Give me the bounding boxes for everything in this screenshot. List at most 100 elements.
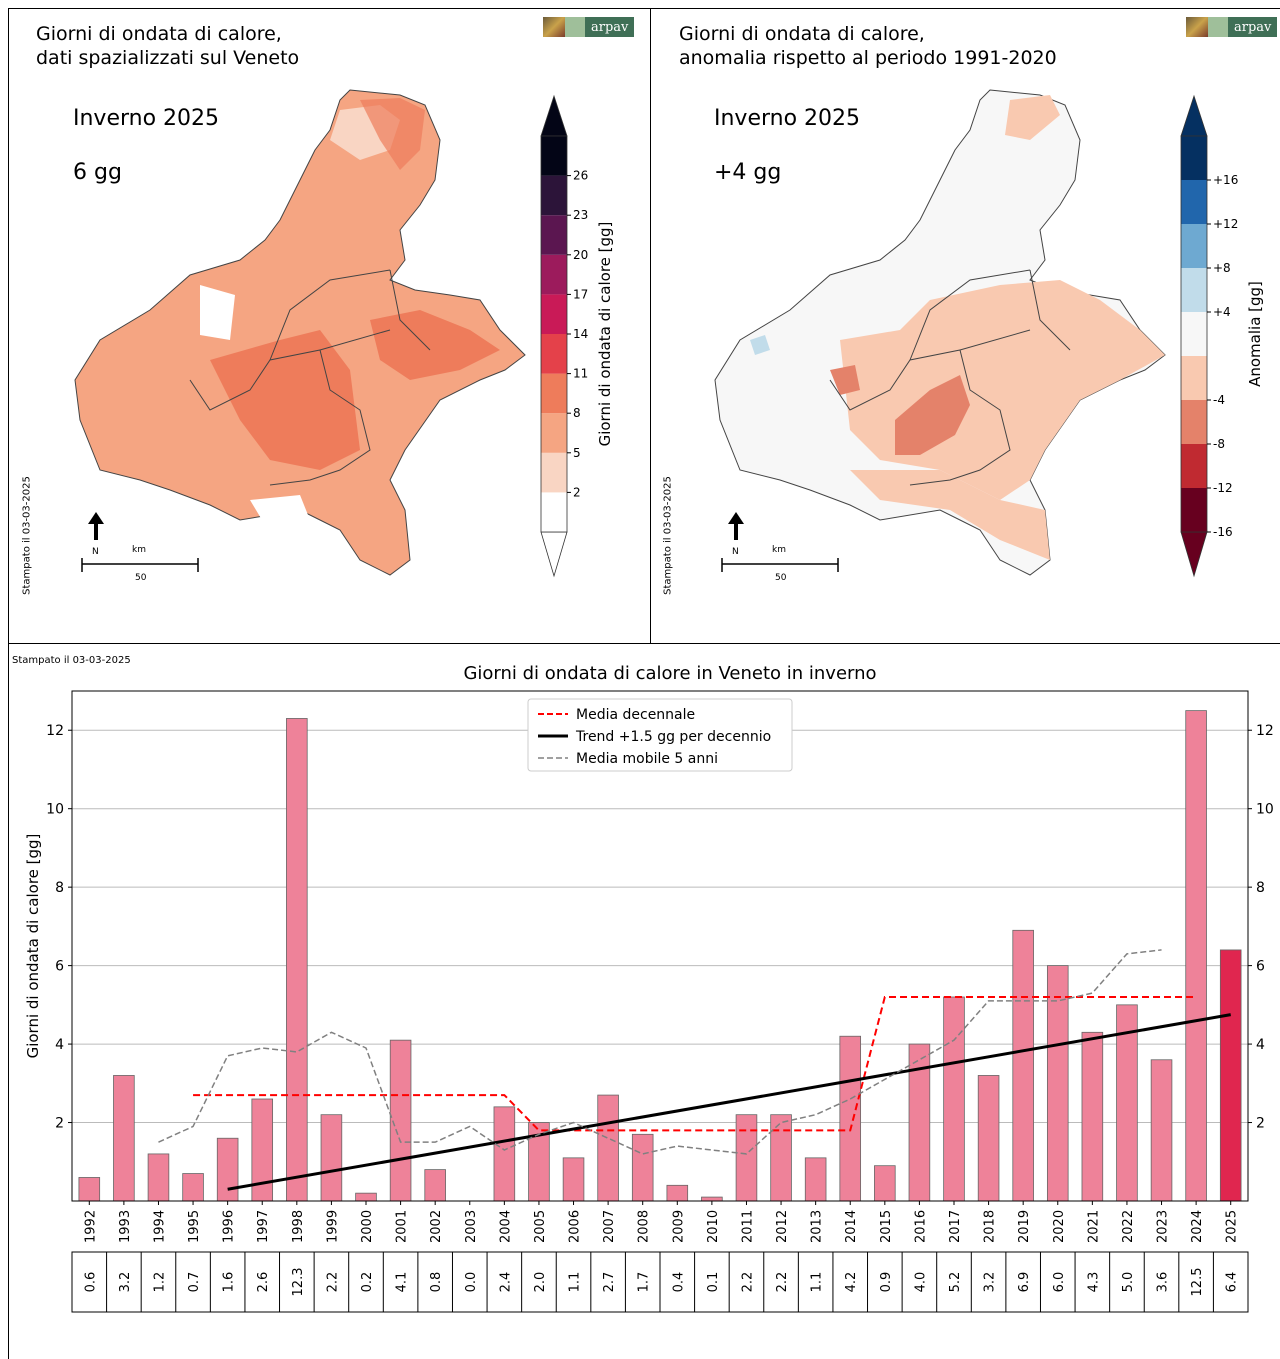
bar-2012 bbox=[770, 1114, 792, 1202]
bar-2013 bbox=[804, 1157, 827, 1202]
table-cell-value: 6.0 bbox=[1052, 1272, 1067, 1293]
north-label: N bbox=[92, 547, 99, 557]
table-cell-value: 12.3 bbox=[291, 1268, 306, 1297]
table-cell-value: 0.0 bbox=[464, 1272, 479, 1293]
y-tick-label: 12 bbox=[46, 723, 64, 739]
colorbar-tick-label: -8 bbox=[1213, 437, 1225, 451]
table-cell-value: 12.5 bbox=[1190, 1268, 1205, 1297]
x-tick-label: 2017 bbox=[948, 1210, 963, 1243]
colorbar-segment bbox=[541, 492, 567, 532]
scale-bar: km 50 bbox=[721, 545, 839, 583]
x-tick-label: 1998 bbox=[291, 1210, 306, 1243]
scale-unit: km bbox=[772, 545, 786, 555]
y-tick-label-right: 2 bbox=[1256, 1116, 1265, 1132]
x-tick-label: 2000 bbox=[360, 1210, 375, 1243]
region-white-south bbox=[250, 495, 310, 525]
x-tick-label: 2013 bbox=[810, 1210, 825, 1243]
region-negative bbox=[750, 335, 770, 355]
bar-2000 bbox=[355, 1192, 377, 1202]
x-tick-label: 2023 bbox=[1156, 1210, 1171, 1243]
logo-mark bbox=[543, 17, 565, 37]
colorbar-segment bbox=[1181, 268, 1207, 312]
scale-value: 50 bbox=[135, 573, 147, 583]
scale-bar: km 50 bbox=[81, 545, 199, 583]
x-tick-label: 2009 bbox=[671, 1210, 686, 1243]
logo-leaf bbox=[1208, 17, 1228, 37]
x-tick-label: 1994 bbox=[152, 1210, 167, 1243]
x-tick-label: 1993 bbox=[118, 1210, 133, 1243]
x-tick-label: 2004 bbox=[498, 1210, 513, 1243]
bar-2008 bbox=[631, 1133, 654, 1202]
y-axis-label: Giorni di ondata di calore [gg] bbox=[24, 834, 42, 1059]
bar-2006 bbox=[562, 1157, 585, 1202]
logo-leaf bbox=[565, 17, 585, 37]
colorbar-segment bbox=[1181, 224, 1207, 268]
legend-label: Media decennale bbox=[576, 707, 695, 723]
table-cell-value: 0.6 bbox=[83, 1272, 98, 1293]
y-tick-label-right: 6 bbox=[1256, 959, 1265, 975]
table-cell-value: 2.4 bbox=[498, 1272, 513, 1293]
x-tick-label: 2021 bbox=[1086, 1210, 1101, 1243]
table-cell-value: 0.8 bbox=[429, 1272, 444, 1293]
table-cell-value: 0.1 bbox=[706, 1272, 721, 1293]
x-tick-label: 2006 bbox=[568, 1210, 583, 1243]
chart-panel bbox=[8, 643, 1280, 1359]
table-cell-value: 0.4 bbox=[671, 1272, 686, 1293]
bar-2020 bbox=[1046, 965, 1069, 1202]
x-tick-label: 2022 bbox=[1121, 1210, 1136, 1243]
colorbar-segment bbox=[541, 334, 567, 374]
x-tick-label: 2014 bbox=[844, 1210, 859, 1243]
colorbar-tick-label: -4 bbox=[1213, 393, 1225, 407]
north-arrow: N bbox=[728, 512, 744, 557]
x-tick-label: 2007 bbox=[602, 1210, 617, 1243]
x-tick-label: 2018 bbox=[983, 1210, 998, 1243]
colorbar-tick-label: 26 bbox=[573, 169, 588, 183]
region-north-dark bbox=[360, 98, 425, 170]
x-tick-label: 2005 bbox=[533, 1210, 548, 1243]
table-cell-value: 4.2 bbox=[844, 1272, 859, 1293]
map-right: N km 50 bbox=[714, 89, 1166, 583]
x-tick-label: 1992 bbox=[83, 1210, 98, 1243]
colorbar-segment bbox=[541, 452, 567, 493]
table-cell-value: 2.2 bbox=[325, 1272, 340, 1293]
table-cell-value: 2.6 bbox=[256, 1272, 271, 1293]
x-tick-label: 2010 bbox=[706, 1210, 721, 1243]
region-dark-center bbox=[210, 330, 360, 470]
colorbar-tick-label: 11 bbox=[573, 367, 588, 381]
table-cell-value: 0.9 bbox=[879, 1272, 894, 1293]
map-left-season: Inverno 2025 bbox=[73, 106, 220, 131]
bar-2004 bbox=[493, 1106, 516, 1202]
colorbar-segment bbox=[1181, 312, 1207, 356]
table-cell-value: 5.2 bbox=[948, 1272, 963, 1293]
map-left-title: Giorni di ondata di calore, dati spazial… bbox=[36, 23, 300, 69]
logo-text: arpav bbox=[1234, 19, 1272, 35]
table-cell-value: 4.1 bbox=[395, 1272, 410, 1293]
colorbar-tick-label: -16 bbox=[1213, 525, 1233, 539]
bar-2010 bbox=[701, 1196, 723, 1202]
colorbar-segment bbox=[1181, 136, 1207, 180]
logo-text: arpav bbox=[591, 19, 629, 35]
table-cell-value: 1.7 bbox=[637, 1272, 652, 1293]
x-tick-label: 2008 bbox=[637, 1210, 652, 1243]
series-media-decennale bbox=[193, 996, 1197, 1132]
colorbar-extend-bottom bbox=[1180, 531, 1208, 578]
legend-label: Media mobile 5 anni bbox=[576, 751, 718, 767]
y-tick-label-right: 12 bbox=[1256, 723, 1274, 739]
x-tick-label: 2012 bbox=[775, 1210, 790, 1243]
province-borders bbox=[189, 269, 431, 486]
colorbar-segment bbox=[1181, 356, 1207, 400]
bar-2014 bbox=[839, 1035, 862, 1202]
table-cell-value: 6.9 bbox=[1017, 1272, 1032, 1293]
y-tick-label-right: 10 bbox=[1256, 802, 1274, 818]
bar-2007 bbox=[597, 1094, 619, 1202]
map-right-stamp: Stampato il 03-03-2025 bbox=[662, 476, 674, 595]
region-positive-south bbox=[850, 470, 1050, 560]
table-cell-value: 1.1 bbox=[810, 1272, 825, 1293]
colorbar-label: Giorni di ondata di calore [gg] bbox=[596, 222, 614, 447]
veneto-outline bbox=[74, 89, 526, 576]
table-cell-value: 2.0 bbox=[533, 1272, 548, 1293]
colorbar-tick-label: 14 bbox=[573, 327, 588, 341]
bar-2021 bbox=[1081, 1031, 1104, 1202]
